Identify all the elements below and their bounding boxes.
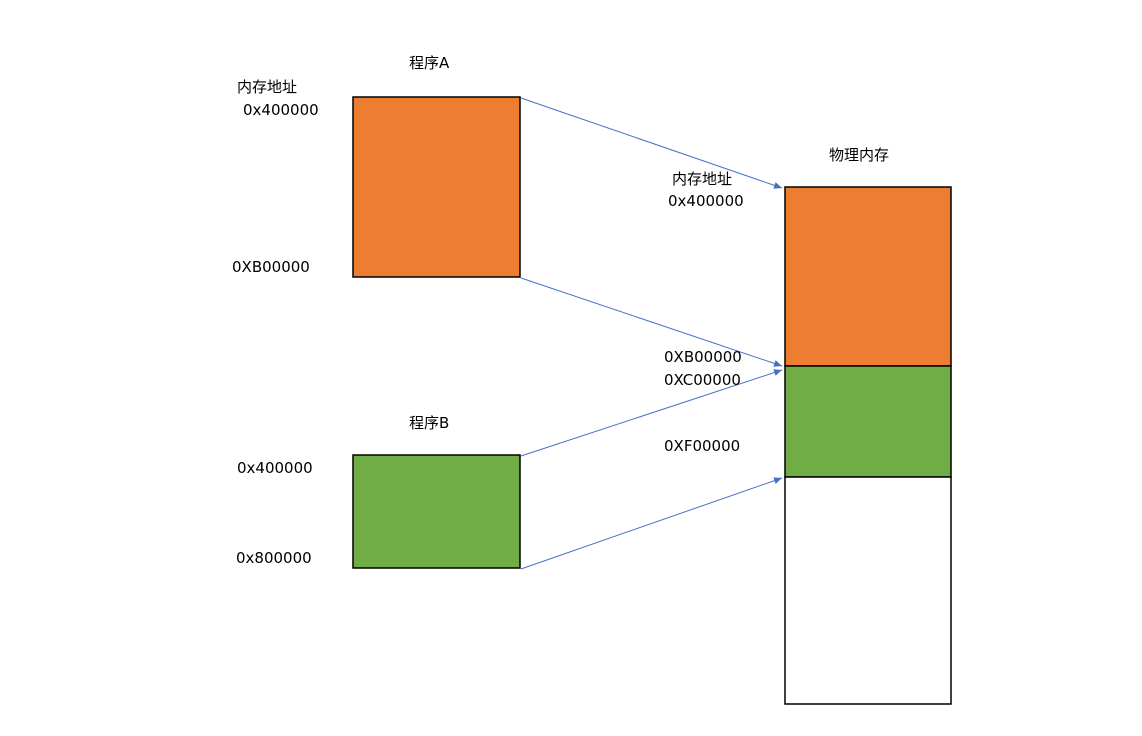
- program-a-end-address: 0XB00000: [232, 258, 310, 276]
- program-a-address-heading: 内存地址: [237, 78, 298, 96]
- program-b-block: [352, 454, 521, 569]
- program-a-block: [352, 96, 521, 278]
- physical-segment-b: [784, 365, 952, 478]
- program-a-title: 程序A: [409, 54, 450, 72]
- physical-start-address: 0x400000: [668, 192, 744, 210]
- program-b-end-address: 0x800000: [236, 549, 312, 567]
- mapping-arrow-b-end: [520, 477, 783, 570]
- mapping-arrow-a-start: [520, 97, 783, 189]
- physical-segment-b-start-address: 0XC00000: [664, 371, 741, 389]
- program-b-title: 程序B: [409, 414, 450, 432]
- physical-segment-a: [784, 186, 952, 367]
- physical-segment-b-end-address: 0XF00000: [664, 437, 741, 455]
- physical-segment-free: [784, 476, 952, 705]
- program-a-start-address: 0x400000: [243, 101, 319, 119]
- mapping-arrow-b-start: [520, 369, 783, 457]
- physical-segment-a-end-address: 0XB00000: [664, 348, 742, 366]
- program-b-start-address: 0x400000: [237, 459, 313, 477]
- physical-memory-title: 物理内存: [829, 146, 890, 164]
- mapping-arrow-a-end: [520, 277, 783, 367]
- physical-address-heading: 内存地址: [672, 170, 733, 188]
